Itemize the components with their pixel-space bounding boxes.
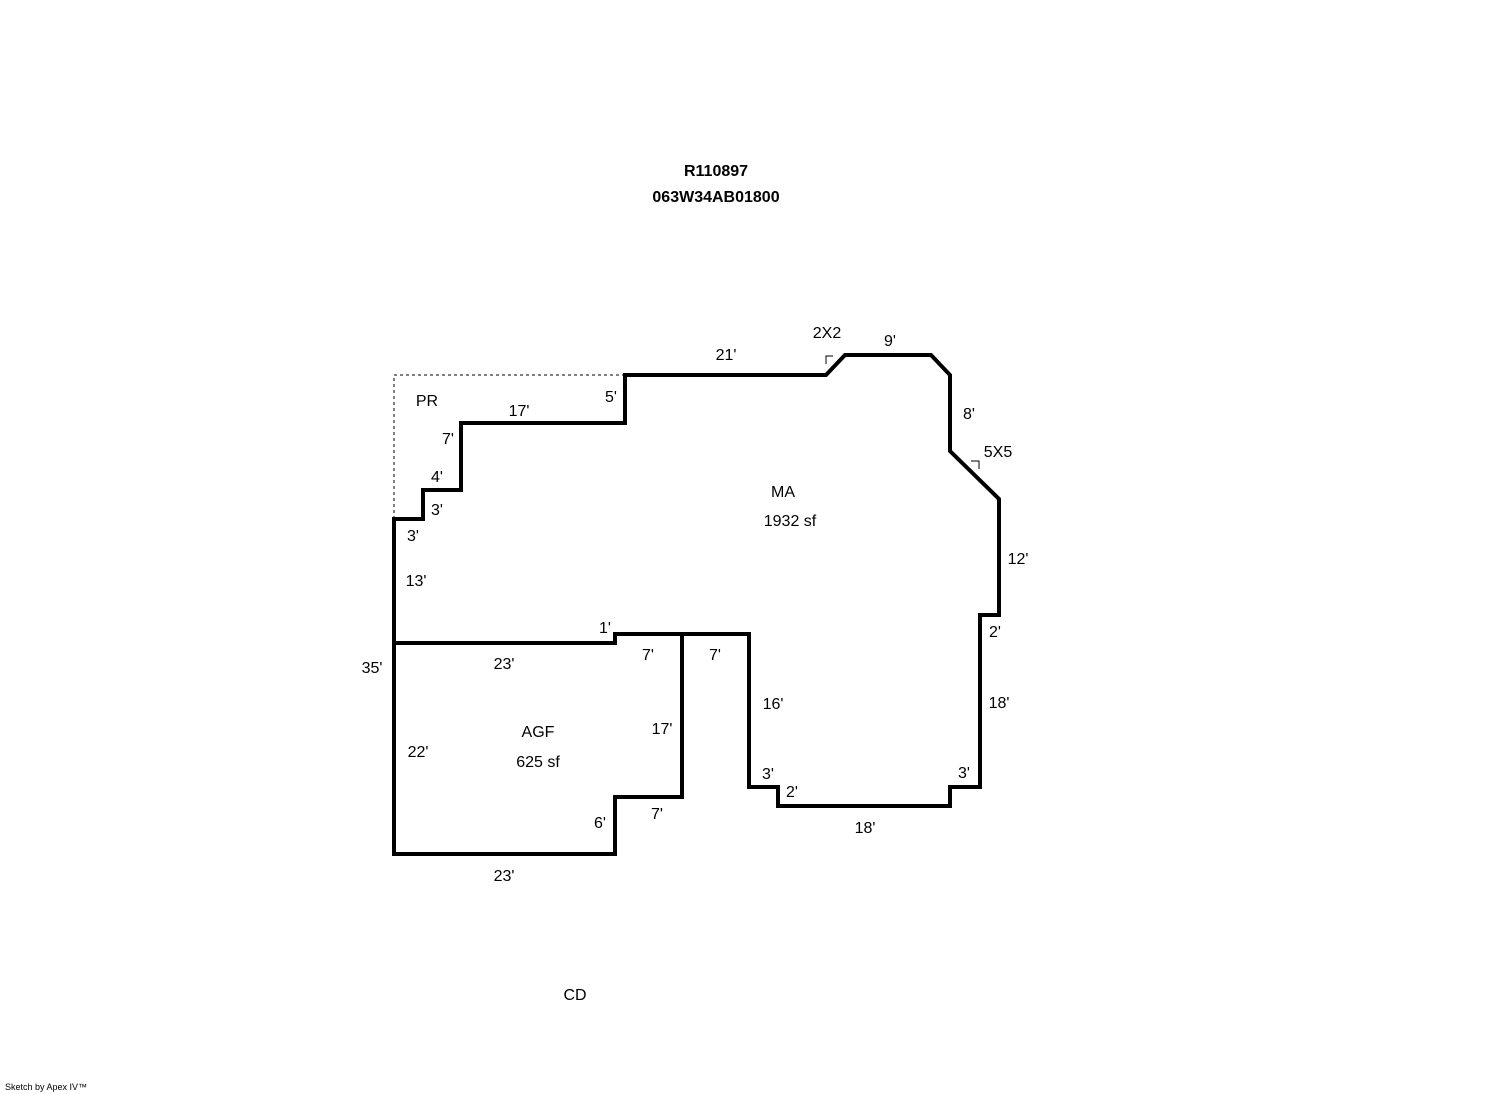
dimension-label: 7' — [709, 647, 721, 664]
dimension-label: 7' — [442, 431, 454, 448]
dimension-label: 21' — [716, 347, 737, 364]
dimension-label: 3' — [431, 502, 443, 519]
dimension-label: 9' — [884, 333, 896, 350]
dimension-label: 2' — [786, 784, 798, 801]
dimension-label: 3' — [958, 765, 970, 782]
dimension-label: 18' — [855, 820, 876, 837]
corner-note: 5X5 — [984, 444, 1013, 461]
footer-credit: Sketch by Apex IV™ — [5, 1082, 87, 1092]
dimension-label: 35' — [362, 660, 383, 677]
dimension-label: 4' — [431, 469, 443, 486]
dimension-label: 16' — [763, 696, 784, 713]
area-label-deck: CD — [563, 987, 586, 1004]
dimension-label: 18' — [989, 695, 1010, 712]
dimension-label: 2' — [989, 624, 1001, 641]
account-number: R110897 — [684, 163, 748, 180]
corner-note: 2X2 — [813, 325, 842, 342]
porch-outline — [393, 374, 625, 519]
dimension-label: 1' — [599, 620, 611, 637]
dimension-label: 5' — [605, 389, 617, 406]
dimension-label: 12' — [1008, 551, 1029, 568]
area-label-porch: PR — [416, 393, 438, 410]
garage-divider — [394, 632, 682, 645]
area-size-main: 1932 sf — [764, 513, 817, 530]
dimension-labels: 21' 9' 8' 12' 2' 18' 3' 18' 2' 3' 16' 7'… — [362, 333, 1029, 885]
dimension-label: 17' — [509, 403, 530, 420]
main-outline — [392, 353, 1001, 856]
dimension-label: 7' — [651, 806, 663, 823]
dimension-label: 13' — [406, 573, 427, 590]
dimension-label: 6' — [594, 815, 606, 832]
corner-mark-5x5 — [971, 460, 980, 469]
dimension-label: 7' — [642, 647, 654, 664]
dimension-label: 3' — [762, 766, 774, 783]
dimension-label: 22' — [408, 744, 429, 761]
area-label-main: MA — [771, 484, 795, 501]
dimension-label: 17' — [652, 721, 673, 738]
dimension-label: 23' — [494, 868, 515, 885]
corner-mark-2x2 — [825, 355, 833, 364]
dimension-label: 23' — [494, 656, 515, 673]
dimension-label: 3' — [407, 528, 419, 545]
area-size-garage: 625 sf — [516, 754, 560, 771]
dimension-label: 8' — [963, 406, 975, 423]
area-label-garage: AGF — [522, 724, 555, 741]
map-tax-lot: 063W34AB01800 — [652, 189, 779, 206]
